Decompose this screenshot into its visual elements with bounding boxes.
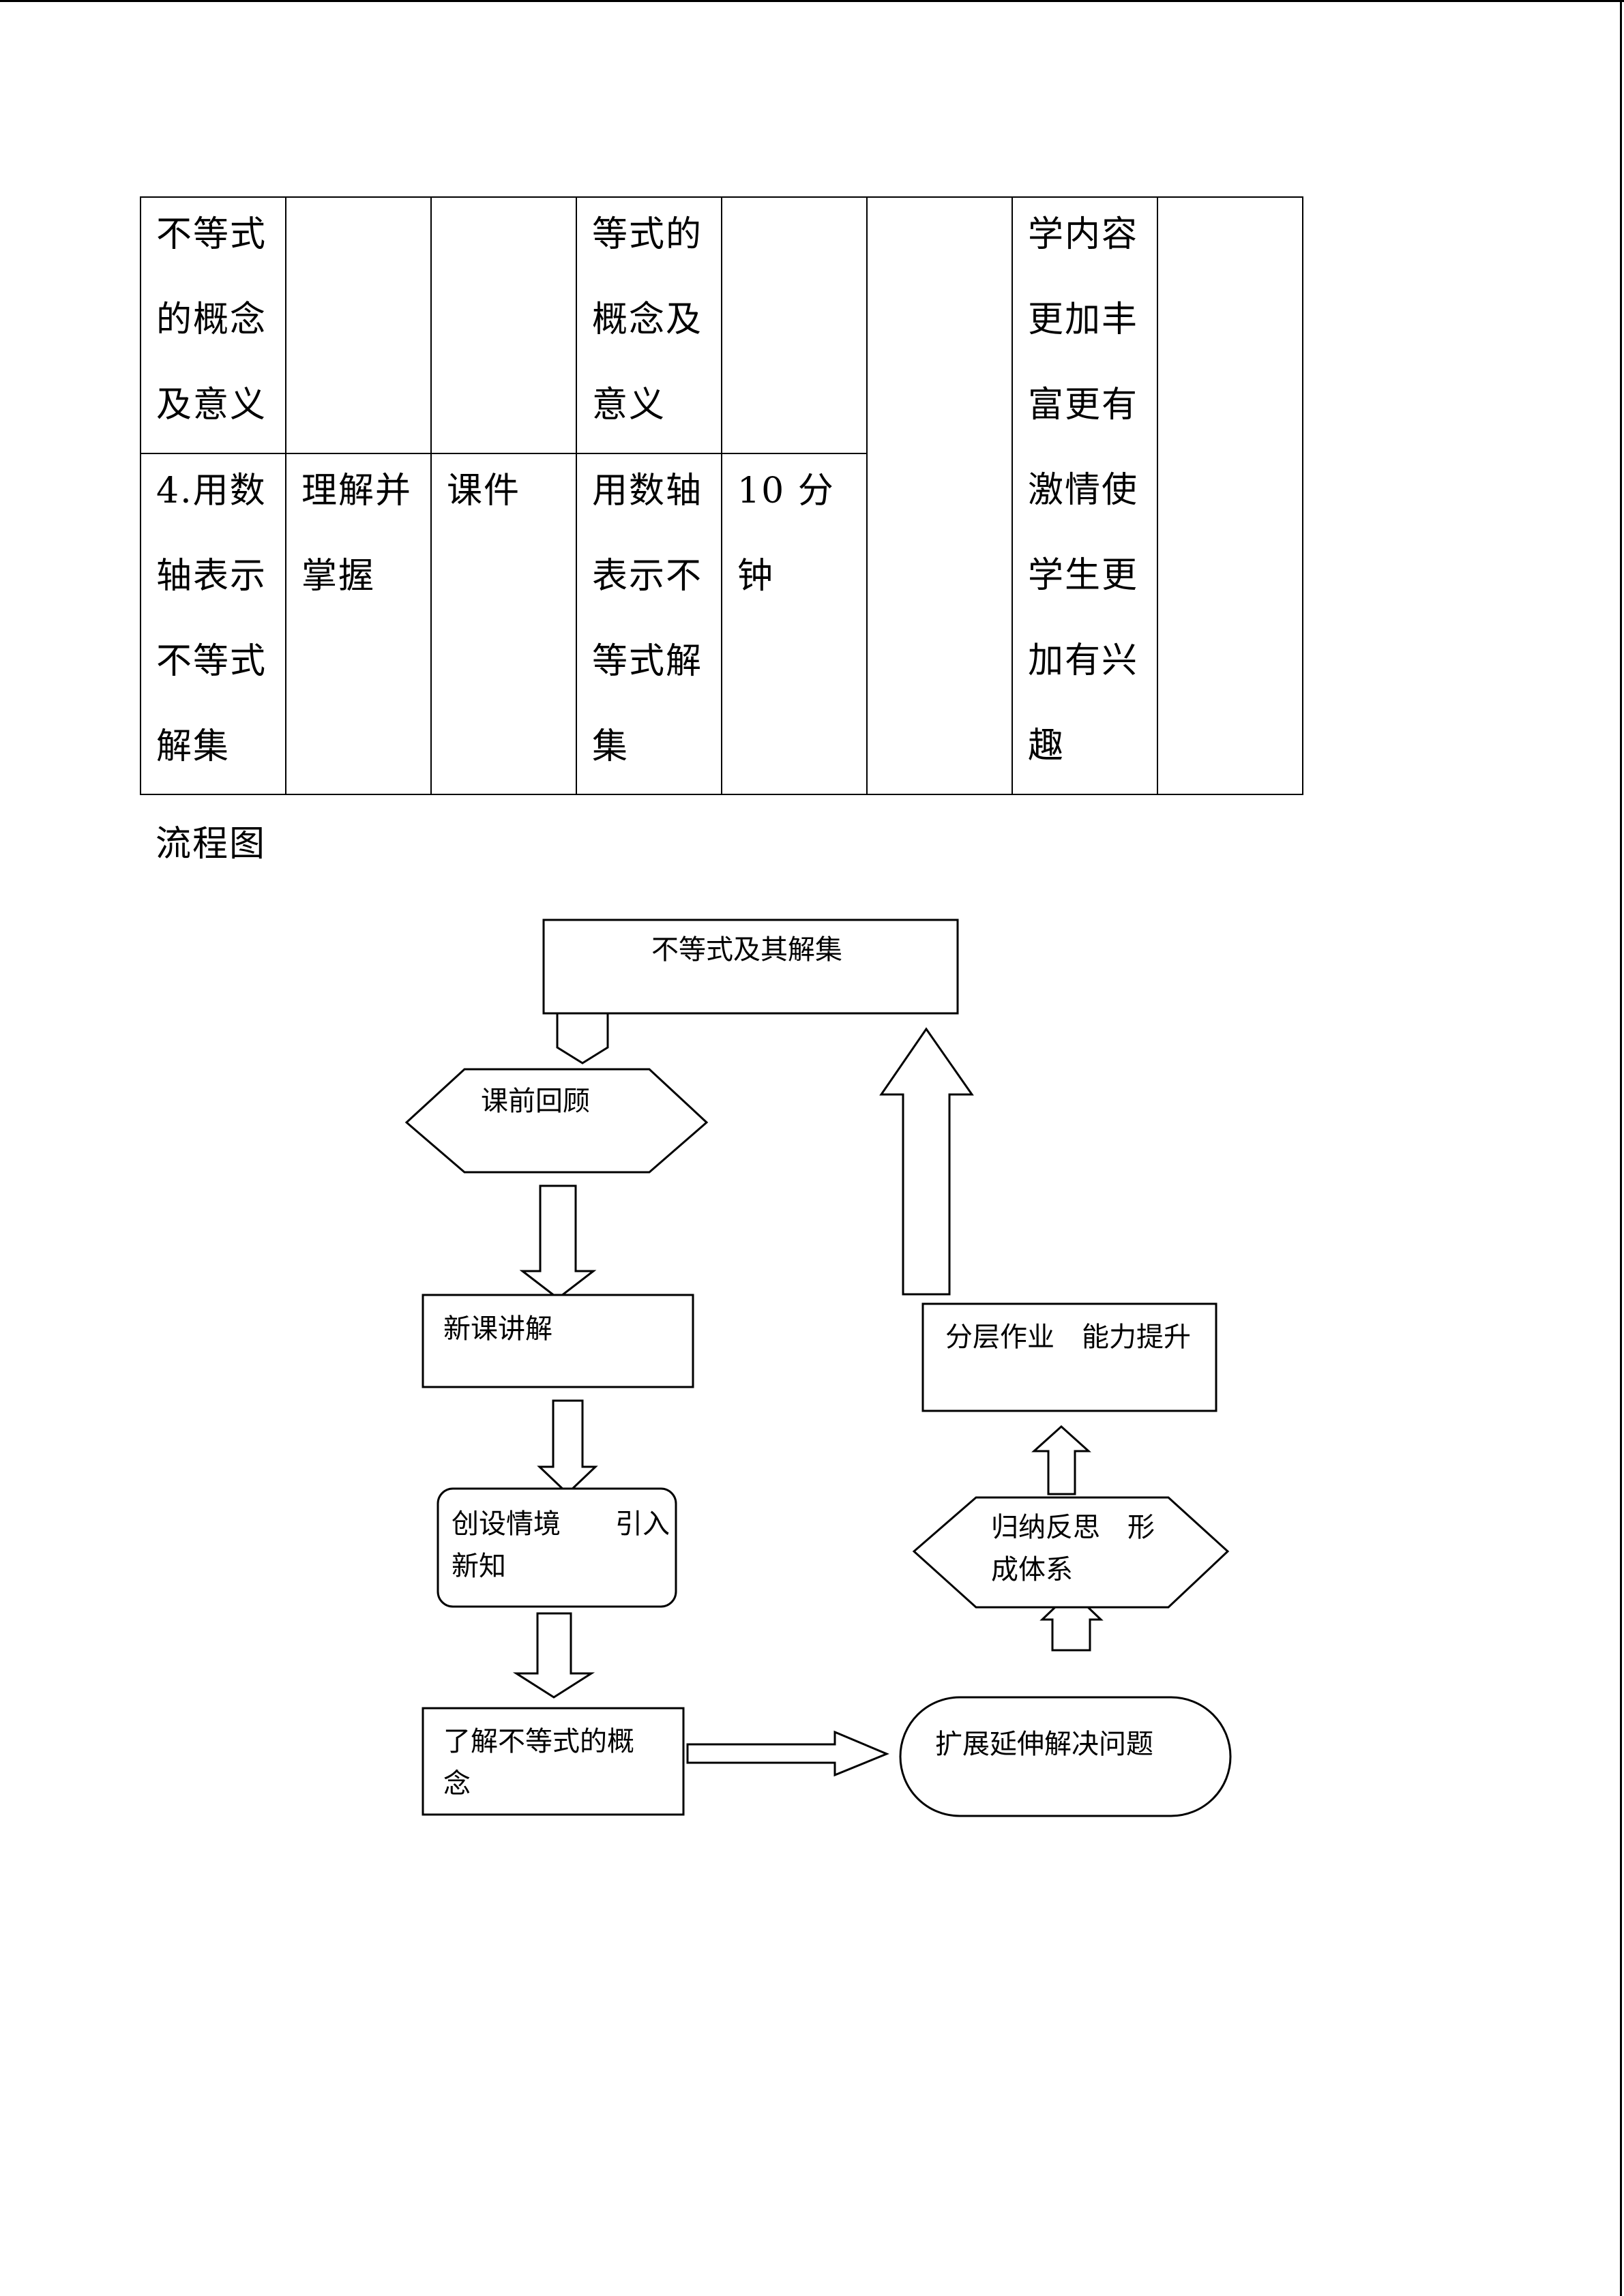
node-review-hexagon — [404, 1068, 709, 1174]
table-cell: 用数轴 表示不 等式解 集 — [576, 453, 722, 795]
page-top-border — [0, 0, 1624, 2]
arrow-down — [512, 1612, 595, 1699]
node-title-box — [542, 919, 959, 1015]
node-concept-box — [422, 1707, 685, 1816]
node-new-lesson-box — [422, 1294, 694, 1388]
node-scenario-rounded-box — [437, 1487, 677, 1608]
table-cell: 不等式 的概念 及意义 — [140, 196, 286, 454]
table-row: 不等式 的概念 及意义 等式的 概念及 意义 学内容 更加丰 富更有 激情使 学… — [140, 196, 1303, 795]
node-homework-label: 分层作业 能力提升 — [945, 1322, 1191, 1353]
node-homework-box — [921, 1302, 1217, 1412]
lesson-plan-table: 不等式 的概念 及意义 等式的 概念及 意义 学内容 更加丰 富更有 激情使 学… — [140, 196, 1303, 795]
arrow-up — [1031, 1425, 1091, 1495]
node-summary-hexagon — [912, 1496, 1230, 1609]
table-cell: 等式的 概念及 意义 — [576, 196, 722, 454]
table-cell: 课件 — [430, 453, 577, 795]
arrow-down — [537, 1399, 598, 1495]
node-extend-terminator — [899, 1696, 1232, 1817]
node-title-label: 不等式及其解集 — [651, 934, 842, 966]
table-cell: 10 分 钟 — [721, 453, 868, 795]
table-cell — [866, 196, 1013, 795]
table-cell: 学内容 更加丰 富更有 激情使 学生更 加有兴 趣 — [1012, 196, 1158, 795]
node-review-label: 课前回顾 — [481, 1086, 590, 1117]
arrow-down — [556, 1012, 609, 1064]
table-cell — [1157, 196, 1303, 795]
node-new-lesson-label: 新课讲解 — [443, 1313, 552, 1345]
node-concept-label: 了解不等式的概 念 — [443, 1726, 634, 1800]
page-right-border — [1620, 0, 1622, 2296]
node-summary-label: 归纳反思 形 成体系 — [991, 1512, 1155, 1585]
table-cell: 4.用数 轴表示 不等式 解集 — [140, 453, 286, 795]
arrow-up-large — [879, 1027, 974, 1296]
flowchart-heading: 流程图 — [156, 824, 267, 865]
node-extend-label: 扩展延伸解决问题 — [935, 1729, 1153, 1760]
table-cell: 理解并 掌握 — [285, 453, 432, 795]
table-cell — [285, 196, 432, 454]
table-cell — [430, 196, 577, 454]
table-row: 4.用数 轴表示 不等式 解集 理解并 掌握 课件 用数轴 表示不 等式解 集 … — [140, 453, 1303, 795]
arrow-right — [686, 1730, 889, 1777]
arrow-down — [519, 1184, 597, 1300]
table-cell — [721, 196, 868, 454]
node-scenario-label: 创设情境 引入 新知 — [452, 1508, 670, 1582]
